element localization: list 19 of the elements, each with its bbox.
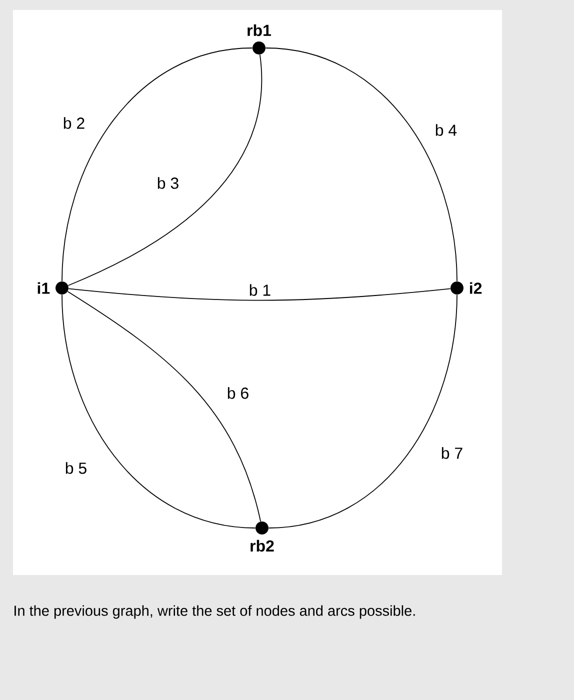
graph-edge [265,48,458,282]
node-label: i2 [470,282,482,294]
node-label: rb1 [248,24,272,36]
graph-vertex: rb2 [250,522,274,552]
node-label: i1 [38,282,50,294]
graph-vertex: rb1 [248,24,271,54]
edge-label: b 7 [442,447,462,459]
edge-label: b 3 [158,177,178,189]
graph-vertex: i2 [450,282,482,294]
edge-label: b 5 [66,462,86,474]
edge-label: b 6 [228,387,248,399]
graph-vertex: i1 [38,282,68,294]
graph-edge [268,294,458,528]
edge-label: b 1 [250,284,270,296]
caption: In the previous graph, write the set of nodes and arcs possible. [14,605,415,619]
graph-edge [68,288,451,301]
edge-label: b 4 [436,124,457,136]
node-label: rb2 [250,540,274,552]
edge-label: b 2 [64,117,84,129]
